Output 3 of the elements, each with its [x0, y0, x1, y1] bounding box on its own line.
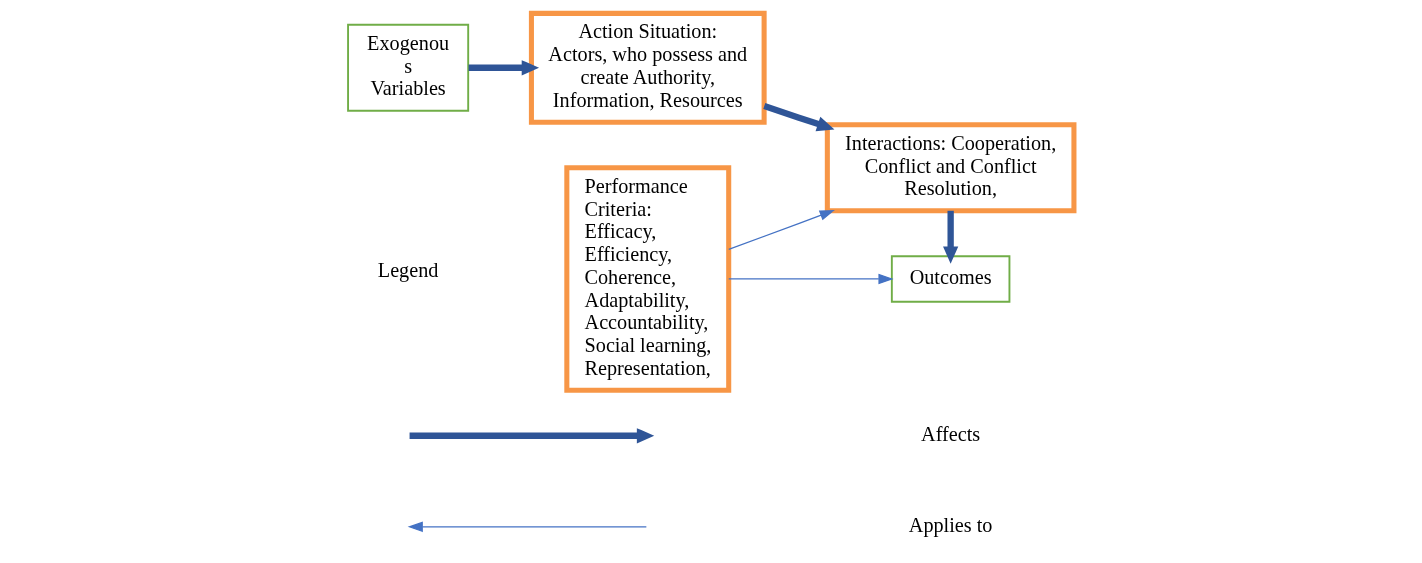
legend-label: Affects — [921, 422, 981, 445]
legend-label: Applies to — [908, 513, 993, 536]
label: Legend — [377, 259, 439, 282]
